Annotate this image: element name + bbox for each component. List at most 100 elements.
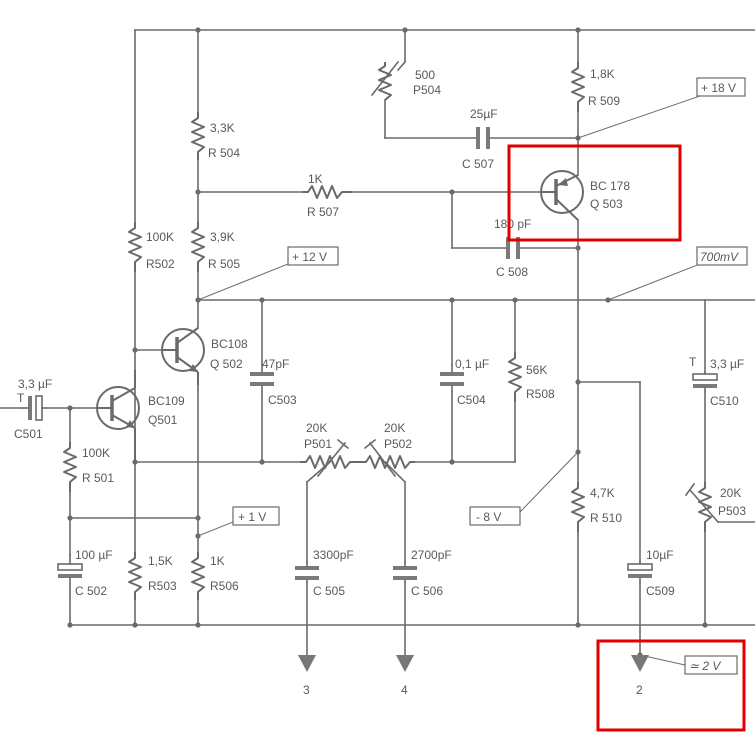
voltage-box-18v <box>696 77 746 97</box>
r506-value: 1K <box>210 554 225 568</box>
capacitor-c509 <box>627 561 653 583</box>
capacitor-c506 <box>393 561 417 583</box>
terminal-3-arrow <box>298 655 316 672</box>
q502-type: BC108 <box>211 337 248 351</box>
voltage-box-1v <box>232 506 280 526</box>
c505-value: 3300pF <box>313 548 354 562</box>
r508-ref: R508 <box>526 387 555 401</box>
c501-value: 3,3 µF <box>18 377 52 391</box>
voltage-2v: ≃ 2 V <box>689 659 721 673</box>
c507-value: 25µF <box>470 107 498 121</box>
c510-value: 3,3 µF <box>710 357 744 371</box>
potentiometer-p502 <box>356 438 415 478</box>
r508-value: 56K <box>526 363 547 377</box>
c504-value: 0,1 µF <box>455 357 489 371</box>
voltage-12v: + 12 V <box>292 250 327 264</box>
c502-ref: C 502 <box>75 584 107 598</box>
wires <box>0 29 755 666</box>
r507-value: 1K <box>308 172 323 186</box>
capacitor-c504 <box>440 364 464 393</box>
capacitor-c501 <box>21 395 47 421</box>
highlight-terminal-2 <box>596 639 746 732</box>
p502-value: 20K <box>384 421 405 435</box>
terminal-4-label: 4 <box>401 683 408 697</box>
q501-ref: Q501 <box>148 413 178 427</box>
capacitor-c508 <box>506 237 520 259</box>
r506-ref: R506 <box>210 579 239 593</box>
r510-ref: R 510 <box>590 511 622 525</box>
capacitor-c502 <box>57 554 83 593</box>
r504-value: 3,3K <box>210 121 235 135</box>
capacitor-c507 <box>476 127 490 149</box>
p502-ref: P502 <box>384 437 412 451</box>
c502-value: 100 µF <box>75 548 113 562</box>
c505-ref: C 505 <box>313 584 345 598</box>
c507-ref: C 507 <box>462 157 494 171</box>
highlight-q503 <box>507 144 682 242</box>
c503-ref: C503 <box>268 393 297 407</box>
c506-ref: C 506 <box>411 584 443 598</box>
voltage-box-12v <box>287 246 339 266</box>
potentiometer-p501 <box>300 438 356 478</box>
r504-ref: R 504 <box>208 146 240 160</box>
r501-value: 100K <box>82 446 110 460</box>
resistor-r510 <box>571 482 585 532</box>
c510-pol: T <box>689 355 697 369</box>
r503-value: 1,5K <box>148 554 173 568</box>
c508-ref: C 508 <box>496 265 528 279</box>
voltage-minus8v: - 8 V <box>476 510 501 524</box>
q501-type: BC109 <box>148 394 185 408</box>
q503-type: BC 178 <box>590 179 630 193</box>
voltage-700mv: 700mV <box>700 250 739 264</box>
c501-ref: C501 <box>14 427 43 441</box>
terminal-3-label: 3 <box>303 683 310 697</box>
potentiometer-p503 <box>684 482 755 532</box>
terminal-2-label: 2 <box>636 683 643 697</box>
r507-ref: R 507 <box>307 205 339 219</box>
voltage-18v: + 18 V <box>701 81 736 95</box>
capacitor-c505 <box>295 561 319 583</box>
c510-ref: C510 <box>710 394 739 408</box>
terminal-2-arrow <box>631 655 649 672</box>
r510-value: 4,7K <box>590 486 615 500</box>
r505-ref: R 505 <box>208 257 240 271</box>
c504-ref: C504 <box>457 393 486 407</box>
terminal-4-arrow <box>396 655 414 672</box>
voltage-box-2v <box>684 655 738 675</box>
transistor-q503 <box>540 170 584 221</box>
resistor-r501 <box>63 442 77 492</box>
resistor-r508 <box>508 352 522 402</box>
q503-ref: Q 503 <box>590 197 623 211</box>
c508-value: 180 pF <box>494 217 531 231</box>
r502-value: 100K <box>146 230 174 244</box>
p501-value: 20K <box>306 421 327 435</box>
r502-ref: R502 <box>146 257 175 271</box>
c501-pol: T <box>17 391 25 405</box>
voltage-box-700mv <box>696 246 748 266</box>
c509-ref: C509 <box>646 584 675 598</box>
resistor-r506 <box>191 552 205 600</box>
r505-value: 3,9K <box>210 230 235 244</box>
r509-value: 1,8K <box>590 67 615 81</box>
c503-value: 47pF <box>262 357 289 371</box>
p503-value: 20K <box>720 486 741 500</box>
r501-ref: R 501 <box>82 471 114 485</box>
potentiometer-p504 <box>370 60 407 101</box>
resistor-r504 <box>191 112 205 160</box>
p504-value: 500 <box>415 68 435 82</box>
r503-ref: R503 <box>148 579 177 593</box>
resistor-r502 <box>128 222 142 272</box>
p503-ref: P503 <box>718 504 746 518</box>
p501-ref: P501 <box>304 437 332 451</box>
c509-value: 10µF <box>646 548 674 562</box>
capacitor-c510 <box>692 371 718 393</box>
resistor-r503 <box>128 552 142 600</box>
resistor-r505 <box>191 222 205 272</box>
transistor-q502 <box>161 327 205 385</box>
c506-value: 2700pF <box>411 548 452 562</box>
voltage-1v: + 1 V <box>238 510 266 524</box>
r509-ref: R 509 <box>588 94 620 108</box>
transistor-q501 <box>96 370 140 462</box>
capacitor-c503 <box>250 364 274 393</box>
